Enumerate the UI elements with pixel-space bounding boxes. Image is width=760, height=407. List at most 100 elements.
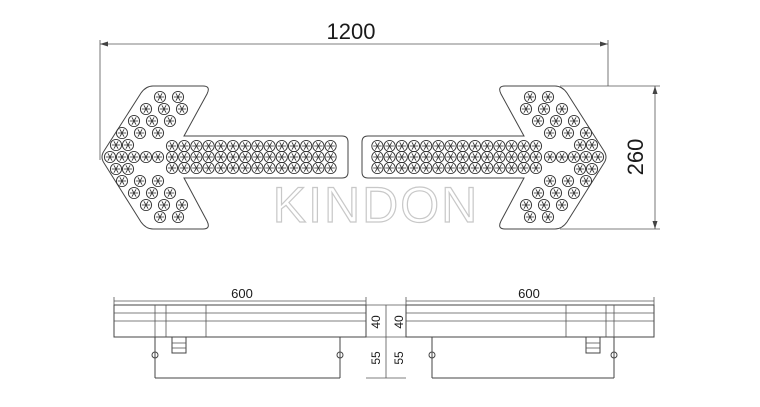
led-lamp [383,150,396,164]
led-lamp [202,161,215,175]
led-lamp [115,150,129,164]
led-lamp [468,161,482,175]
led-lamp [214,161,227,175]
led-lamp [139,150,153,164]
led-lamp [481,150,494,164]
led-lamp [165,161,179,175]
led-lamp [585,162,599,176]
led-lamp [239,139,252,153]
led-lamp [109,162,123,176]
led-lamp [312,150,325,164]
led-lamp [420,161,433,175]
led-lamp [263,161,276,175]
led-lamp [312,139,325,153]
led-lamp [190,150,203,164]
dimension-right-width: 600 [405,286,655,305]
led-lamp [153,90,167,104]
led-lamp [407,139,421,153]
led-lamp [468,139,482,153]
led-lamp [395,161,408,175]
led-lamp [383,139,396,153]
dimension-overall-width: 1200 [99,19,609,160]
right-arrow-led-array [371,90,605,224]
led-lamp [121,138,135,152]
led-lamp [165,150,179,164]
led-lamp [115,174,129,188]
led-lamp [529,150,543,164]
led-lamp [145,114,159,128]
led-lamp [153,210,167,224]
led-lamp [178,139,191,153]
led-lamp [555,150,569,164]
led-lamp [517,139,530,153]
led-lamp [567,150,581,164]
led-lamp [226,161,240,175]
led-lamp [549,186,563,200]
label-left-depth: 40 [369,315,383,329]
led-lamp [175,198,189,212]
led-lamp [178,150,191,164]
led-lamp [519,198,533,212]
led-lamp [383,161,396,175]
label-left-width: 600 [231,286,253,301]
led-lamp [163,186,177,200]
led-lamp [591,150,605,164]
led-lamp [202,150,215,164]
label-right-bracket: 55 [392,351,406,365]
led-lamp [151,174,165,188]
led-lamp [517,150,530,164]
led-lamp [263,139,276,153]
label-overall-width: 1200 [327,19,376,44]
led-lamp [505,139,518,153]
led-lamp [505,161,518,175]
led-lamp [543,150,557,164]
led-lamp [432,150,445,164]
left-arrow-led-array [103,90,337,224]
led-lamp [324,150,337,164]
led-lamp [519,102,533,116]
led-lamp [300,139,313,153]
led-lamp [407,150,421,164]
left-arrow-outline [101,85,349,230]
led-lamp [287,150,301,164]
led-lamp [523,90,537,104]
led-lamp [151,126,165,140]
led-lamp [139,198,153,212]
led-lamp [537,198,551,212]
led-lamp [214,150,227,164]
led-lamp [127,114,141,128]
label-right-depth: 40 [392,315,406,329]
led-lamp [561,126,575,140]
led-lamp [324,139,337,153]
led-lamp [263,150,276,164]
label-left-bracket: 55 [369,351,383,365]
led-lamp [202,139,215,153]
led-lamp [275,161,288,175]
led-lamp [481,139,494,153]
led-lamp [420,150,433,164]
led-lamp [573,138,587,152]
led-lamp [103,150,117,164]
led-lamp [531,114,545,128]
led-lamp [493,161,506,175]
led-lamp [275,150,288,164]
led-lamp [226,150,240,164]
led-lamp [567,186,581,200]
led-lamp [133,126,147,140]
led-lamp [432,139,445,153]
led-lamp [127,150,141,164]
led-lamp [109,138,123,152]
led-lamp [505,150,518,164]
led-lamp [300,150,313,164]
led-lamp [543,126,557,140]
led-lamp [127,186,141,200]
led-lamp [157,102,171,116]
led-lamp [190,161,203,175]
led-lamp [481,161,494,175]
led-lamp [157,198,171,212]
led-lamp [567,114,581,128]
led-lamp [178,161,191,175]
dimension-overall-height: 260 [560,85,660,230]
